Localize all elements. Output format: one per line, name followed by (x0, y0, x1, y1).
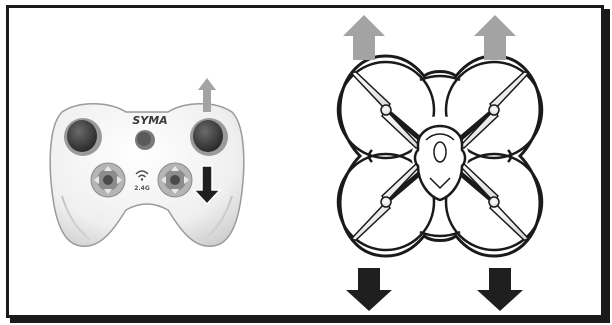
controller-icon: SYMA 2.4G (50, 104, 244, 247)
left-dpad-center (103, 175, 113, 185)
right-joystick (193, 120, 223, 152)
arrow-down-icon (477, 268, 523, 311)
frequency-label: 2.4G (134, 185, 150, 192)
left-joystick (67, 120, 97, 152)
power-button-cap (137, 132, 151, 146)
arrow-down-icon (346, 268, 392, 311)
quadcopter-icon (338, 56, 542, 256)
arrow-up-icon (343, 15, 385, 60)
arrow-up-icon (474, 15, 516, 60)
right-dpad-center (170, 175, 180, 185)
controller-brand: SYMA (132, 114, 167, 127)
